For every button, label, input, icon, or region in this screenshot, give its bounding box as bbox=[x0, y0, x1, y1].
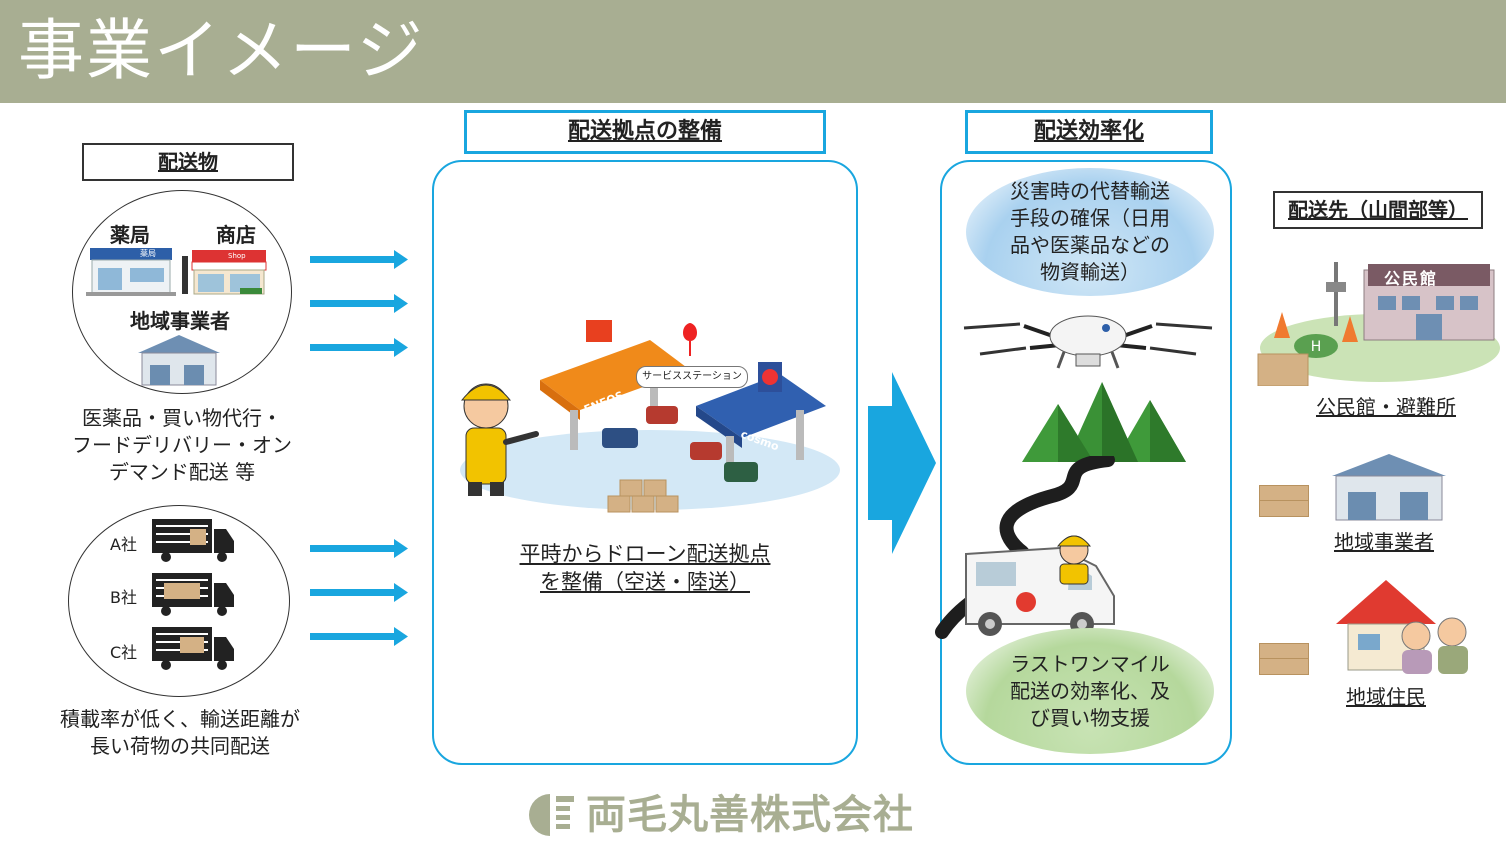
pharmacy-building-icon bbox=[86, 248, 176, 296]
destination-residents: 地域住民 bbox=[1346, 685, 1426, 709]
destination-warehouse-icon bbox=[1332, 454, 1446, 521]
big-flow-arrow bbox=[868, 372, 936, 554]
service-station-tag: サービスステーション bbox=[636, 366, 748, 388]
caption-line: 平時からドローン配送拠点 bbox=[519, 542, 771, 566]
bubble-line: 手段の確保（日用 bbox=[1010, 206, 1170, 230]
caption-line: 積載率が低く、輸送距離が bbox=[60, 707, 300, 731]
truck-a-icon bbox=[152, 519, 234, 562]
base-setup-caption: 平時からドローン配送拠点 を整備（空送・陸送） bbox=[470, 540, 820, 596]
destinations-label: 配送先（山間部等） bbox=[1273, 191, 1483, 229]
bubble-line: 配送の効率化、及 bbox=[1010, 678, 1170, 703]
company-c-label: C社 bbox=[110, 643, 138, 662]
company-name: 両毛丸善株式会社 bbox=[586, 792, 914, 838]
mountains-icon bbox=[1022, 382, 1186, 462]
community-hall-sign: 公民館 bbox=[1384, 269, 1439, 288]
base-setup-label: 配送拠点の整備 bbox=[464, 110, 826, 154]
efficiency-panel bbox=[940, 160, 1232, 765]
pharmacy-label: 薬局 bbox=[110, 223, 150, 247]
drone-icon bbox=[963, 315, 1213, 369]
caption-line: デマンド配送 等 bbox=[108, 460, 256, 484]
caption-line: 長い荷物の共同配送 bbox=[90, 734, 270, 758]
svg-text:H: H bbox=[1311, 339, 1322, 355]
circle2-caption: 積載率が低く、輸送距離が 長い荷物の共同配送 bbox=[40, 706, 320, 760]
truck-b-icon bbox=[152, 573, 234, 616]
package-box-icon bbox=[1259, 643, 1309, 675]
disaster-transport-bubble: 災害時の代替輸送 手段の確保（日用 品や医薬品などの 物資輸送） bbox=[966, 168, 1214, 296]
caption-line: 医薬品・買い物代行・ bbox=[82, 406, 282, 430]
service-station-illustration bbox=[460, 320, 840, 513]
bubble-line: 物資輸送） bbox=[1040, 260, 1140, 284]
truck-c-icon bbox=[152, 627, 234, 670]
caption-line: フードデリバリー・オン bbox=[72, 433, 292, 457]
caption-line: を整備（空送・陸送） bbox=[540, 570, 750, 594]
destination-local-business: 地域事業者 bbox=[1334, 530, 1434, 554]
shop-building-icon bbox=[182, 250, 267, 295]
bubble-line: ラストワンマイル bbox=[1010, 651, 1170, 676]
warehouse-icon bbox=[138, 335, 220, 386]
last-mile-text: ラストワンマイル 配送の効率化、及 び買い物支援 bbox=[1010, 651, 1170, 732]
arrows-lower-group bbox=[310, 539, 408, 646]
bubble-line: 災害時の代替輸送 bbox=[1010, 179, 1170, 203]
base-setup-panel bbox=[432, 160, 858, 765]
delivery-van-icon bbox=[965, 535, 1115, 636]
disaster-transport-text: 災害時の代替輸送 手段の確保（日用 品や医薬品などの 物資輸送） bbox=[1010, 178, 1170, 286]
bubble-line: 品や医薬品などの bbox=[1010, 233, 1170, 257]
last-mile-bubble: ラストワンマイル 配送の効率化、及 び買い物支援 bbox=[966, 628, 1214, 754]
destination-community-hall: 公民館・避難所 bbox=[1316, 395, 1456, 419]
pharmacy-sign: 薬局 bbox=[140, 249, 156, 258]
company-logo-icon bbox=[529, 794, 574, 836]
circle1-caption: 医薬品・買い物代行・ フードデリバリー・オン デマンド配送 等 bbox=[62, 405, 302, 486]
efficiency-label: 配送効率化 bbox=[965, 110, 1213, 154]
delivery-goods-label: 配送物 bbox=[82, 143, 294, 181]
community-hall-illustration: H bbox=[1257, 262, 1500, 386]
house-residents-icon bbox=[1336, 580, 1468, 674]
header-bar bbox=[0, 0, 1506, 103]
package-box-icon bbox=[1259, 485, 1309, 517]
local-business-label: 地域事業者 bbox=[130, 309, 230, 333]
shop-sign: Shop bbox=[228, 252, 246, 260]
shop-label: 商店 bbox=[216, 223, 256, 247]
page-title: 事業イメージ bbox=[18, 12, 425, 89]
company-b-label: B社 bbox=[110, 588, 137, 607]
bubble-line: び買い物支援 bbox=[1030, 705, 1150, 730]
company-a-label: A社 bbox=[110, 535, 137, 554]
arrows-upper-group bbox=[310, 250, 408, 357]
